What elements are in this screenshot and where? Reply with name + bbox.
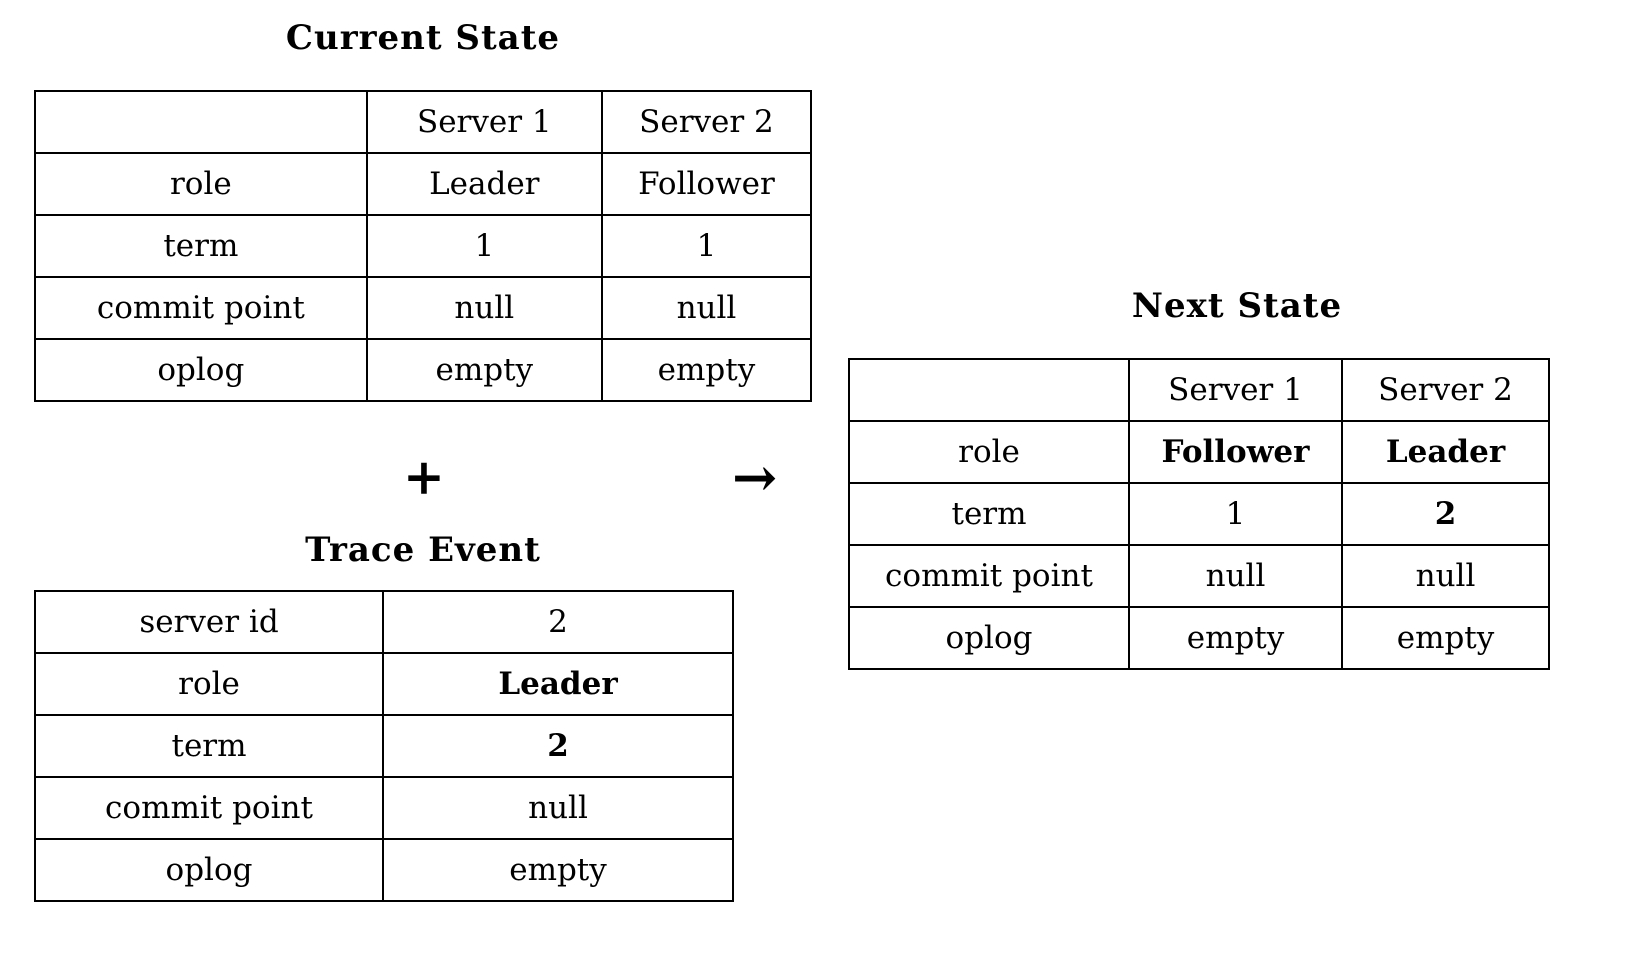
header-cell: Server 1 — [1128, 358, 1343, 422]
cell-value: Leader — [365, 152, 603, 216]
arrow-right-icon: → — [732, 445, 778, 509]
table-row: role Follower Leader — [848, 420, 1550, 484]
table-row: term 2 — [34, 714, 734, 778]
cell-value: 2 — [382, 714, 734, 778]
cell-value: null — [1341, 544, 1550, 608]
row-label: oplog — [34, 838, 384, 902]
trace-event-title: Trace Event — [305, 530, 541, 570]
cell-value: empty — [382, 838, 734, 902]
table-row: oplog empty — [34, 838, 734, 902]
row-label: term — [34, 714, 384, 778]
row-label: server id — [34, 590, 384, 654]
next-state-title: Next State — [1131, 286, 1343, 326]
cell-value: 2 — [382, 590, 734, 654]
row-label: oplog — [848, 606, 1130, 670]
table-row: commit point null null — [848, 544, 1550, 608]
table-row: role Leader — [34, 652, 734, 716]
cell-value: null — [382, 776, 734, 840]
row-label: commit point — [34, 776, 384, 840]
cell-value: empty — [365, 338, 603, 402]
cell-value: empty — [600, 338, 813, 402]
table-row: term 1 2 — [848, 482, 1550, 546]
row-label: commit point — [34, 276, 368, 340]
cell-value: null — [365, 276, 603, 340]
cell-value: empty — [1341, 606, 1550, 670]
row-label: role — [34, 652, 384, 716]
current-state-title: Current State — [285, 18, 561, 58]
header-cell — [848, 358, 1130, 422]
cell-value: 1 — [1128, 482, 1343, 546]
cell-value: empty — [1128, 606, 1343, 670]
table-row: term 1 1 — [34, 214, 813, 278]
table-row: role Leader Follower — [34, 152, 813, 216]
table-row: oplog empty empty — [34, 338, 813, 402]
row-label: role — [34, 152, 368, 216]
cell-value: Leader — [1341, 420, 1550, 484]
cell-value: Follower — [1128, 420, 1343, 484]
row-label: term — [34, 214, 368, 278]
row-label: term — [848, 482, 1130, 546]
current-state-table: Server 1 Server 2 role Leader Follower t… — [34, 90, 813, 402]
cell-value: Follower — [600, 152, 813, 216]
table-header-row: Server 1 Server 2 — [848, 358, 1550, 422]
header-cell: Server 2 — [600, 90, 813, 154]
header-cell: Server 1 — [365, 90, 603, 154]
row-label: oplog — [34, 338, 368, 402]
cell-value: 2 — [1341, 482, 1550, 546]
table-row: commit point null null — [34, 276, 813, 340]
cell-value: Leader — [382, 652, 734, 716]
table-row: server id 2 — [34, 590, 734, 654]
table-row: commit point null — [34, 776, 734, 840]
cell-value: null — [1128, 544, 1343, 608]
table-header-row: Server 1 Server 2 — [34, 90, 813, 154]
row-label: commit point — [848, 544, 1130, 608]
trace-event-table: server id 2 role Leader term 2 commit po… — [34, 590, 734, 902]
next-state-table: Server 1 Server 2 role Follower Leader t… — [848, 358, 1550, 670]
cell-value: 1 — [365, 214, 603, 278]
header-cell — [34, 90, 368, 154]
cell-value: null — [600, 276, 813, 340]
plus-icon: + — [403, 447, 445, 506]
header-cell: Server 2 — [1341, 358, 1550, 422]
table-row: oplog empty empty — [848, 606, 1550, 670]
row-label: role — [848, 420, 1130, 484]
cell-value: 1 — [600, 214, 813, 278]
